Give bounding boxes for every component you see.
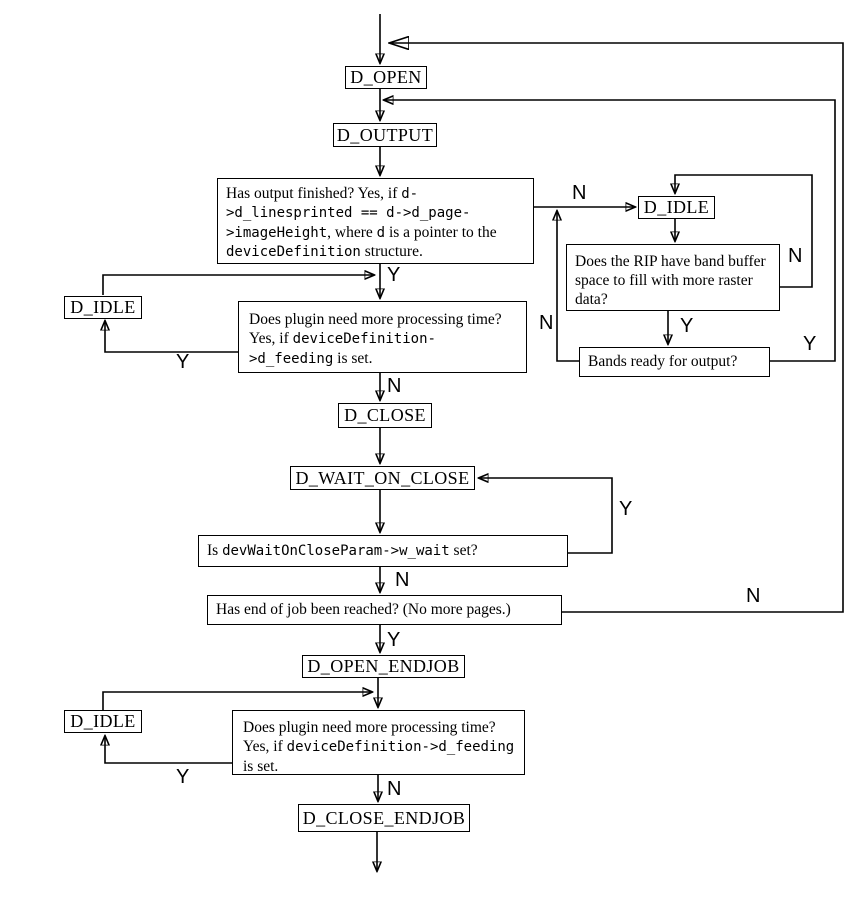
state-d-idle-right[interactable]: D_IDLE [638,196,715,219]
code-text: d->d_linesprinted == d->d_page->imageHei… [226,186,471,241]
code-text: deviceDefinition->d_feeding [249,331,436,367]
question-rip-band-buffer: Does the RIP have band buffer space to f… [566,244,780,311]
edge-wwait-y-loop [479,478,613,554]
question-text: Does the RIP have band buffer space to f… [575,253,766,309]
state-d-close[interactable]: D_CLOSE [338,403,432,428]
state-d-open-endjob[interactable]: D_OPEN_ENDJOB [302,655,465,678]
state-d-idle-left-2[interactable]: D_IDLE [64,710,142,733]
edge-label-bands-ready-yes: Y [803,333,817,355]
question-text: Has end of job been reached? (No more pa… [216,601,511,619]
question-plugin-processing-2: Does plugin need more processing time? Y… [232,710,525,775]
state-label: D_IDLE [643,197,710,217]
edge-idle2-return [102,692,372,710]
question-text: Does plugin need more processing time? Y… [243,719,496,756]
state-d-wait-on-close[interactable]: D_WAIT_ON_CLOSE [290,466,475,490]
edge-label-no-band-space: N [788,245,803,267]
edge-label-more-pages: N [746,585,761,607]
question-wait-on-close-param: Is devWaitOnCloseParam->w_wait set? [198,535,568,567]
edge-label-bands-not-ready: N [539,312,554,334]
edge-label-end-of-job-yes: Y [387,629,401,651]
edge-idle1-return [102,275,374,295]
question-plugin-processing-1: Does plugin need more processing time? Y… [238,301,527,373]
edge-label-plugin-needs-time-2: Y [176,766,190,788]
question-output-finished: Has output finished? Yes, if d->d_linesp… [217,178,534,264]
edge-plugin1-y-to-idle1 [105,321,238,353]
question-text: is a pointer to the [385,223,497,241]
question-text: Does plugin need more processing time? Y… [249,311,502,348]
state-label: D_IDLE [70,711,136,731]
state-d-open[interactable]: D_OPEN [345,66,427,89]
edge-rip-n-loop-to-idle [675,174,813,288]
question-end-of-job: Has end of job been reached? (No more pa… [207,595,562,625]
state-d-idle-left-1[interactable]: D_IDLE [64,296,142,319]
question-bands-ready: Bands ready for output? [579,347,770,377]
edge-label-plugin-needs-time-1: Y [176,351,190,373]
state-label: D_OPEN_ENDJOB [307,656,460,676]
state-label: D_IDLE [70,297,136,317]
code-text: deviceDefinition [226,244,361,261]
edge-label-band-space-yes: Y [680,315,694,337]
question-text: is set. [243,757,279,775]
state-label: D_WAIT_ON_CLOSE [295,467,470,488]
question-text: , where [327,223,377,241]
question-text: Bands ready for output? [588,353,738,371]
edge-label-wait-set-yes: Y [619,498,633,520]
question-text: is set. [333,349,373,367]
question-text: Is devWaitOnCloseParam->w_wait set? [207,542,478,560]
state-d-output[interactable]: D_OUTPUT [333,123,437,147]
edge-label-plugin-done-2: N [387,778,402,800]
edge-plugin2-y-to-idle2 [105,736,232,764]
edge-label-output-not-finished: N [572,182,587,204]
edge-bands-n-up [557,211,579,362]
edge-bands-y-feedback [384,100,836,362]
state-label: D_CLOSE_ENDJOB [302,807,466,828]
state-label: D_OUTPUT [336,124,434,145]
code-text: d [376,224,386,241]
edge-endjob-n-feedback [390,43,844,613]
question-text: Has output finished? Yes, if [226,185,402,202]
edge-label-plugin-done-1: N [387,375,402,397]
code-text: deviceDefinition->d_feeding [286,739,515,756]
edge-label-output-finished-yes: Y [387,264,401,286]
code-text: devWaitOnCloseParam->w_wait [222,543,450,560]
state-d-close-endjob[interactable]: D_CLOSE_ENDJOB [298,804,470,832]
edge-label-wait-not-set: N [395,569,410,591]
state-label: D_OPEN [350,67,422,87]
question-text: structure. [360,243,423,261]
state-label: D_CLOSE [344,405,426,425]
